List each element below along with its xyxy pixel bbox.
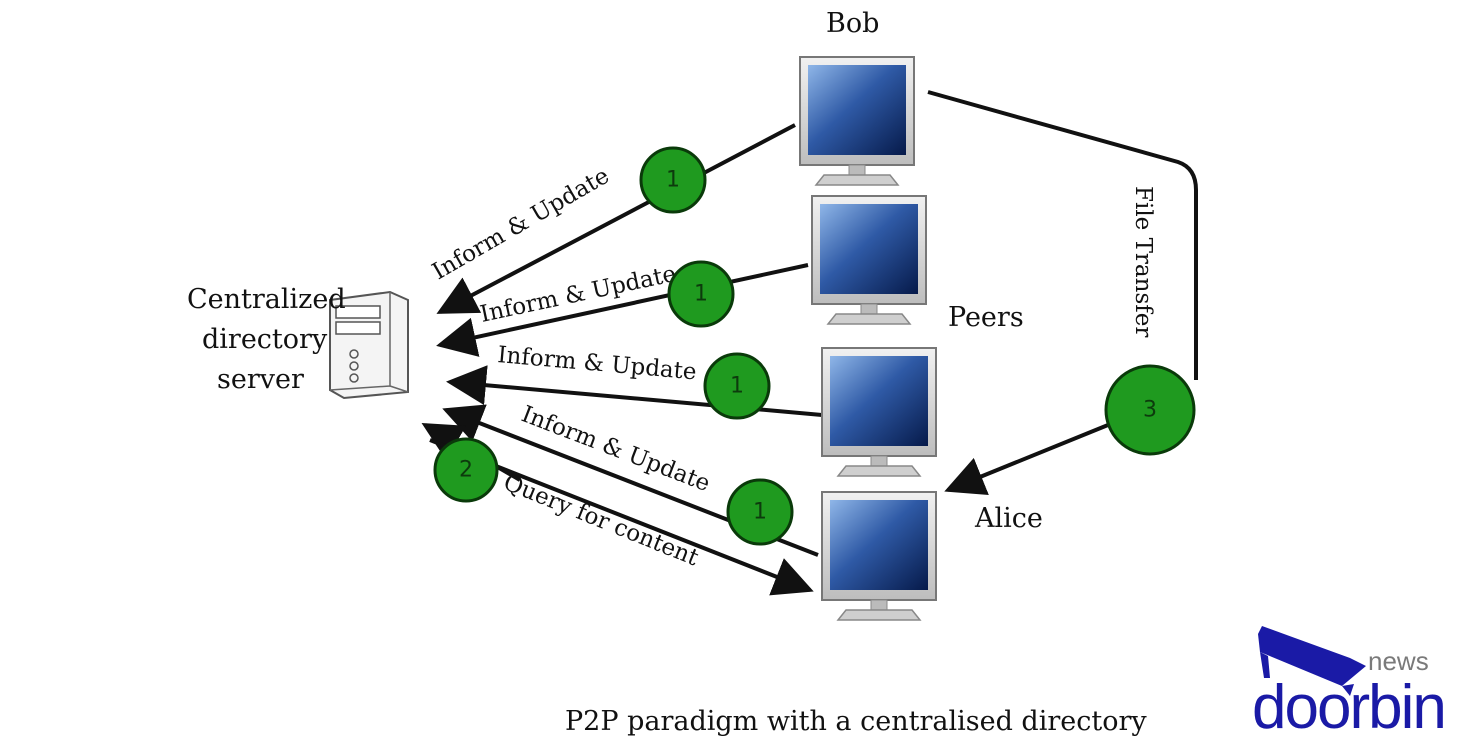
step-badge-number: 1: [666, 168, 680, 193]
edge-label-file-transfer: File Transfer: [1130, 186, 1156, 337]
node-label-server-line2: directory: [202, 324, 328, 355]
computer-icon-bob: [799, 56, 915, 186]
step-badge-3-transfer: 3: [1104, 364, 1196, 456]
brand-news-text: news: [1368, 646, 1429, 676]
step-badge-1-bob: 1: [639, 146, 707, 214]
step-badge-number: 3: [1143, 398, 1157, 423]
step-badge-number: 1: [753, 500, 767, 525]
edge-peer-to-server: [436, 263, 809, 357]
step-badge-2-query: 2: [433, 437, 499, 503]
node-label-peers: Peers: [948, 302, 1024, 333]
node-label-bob: Bob: [826, 8, 879, 39]
computer-icon-peer-2: [821, 347, 937, 477]
step-badge-1-alice: 1: [726, 478, 794, 546]
edge-bob-to-server: [436, 123, 796, 314]
server-icon: [329, 290, 409, 400]
edge-transfer-to-alice: [944, 423, 1109, 495]
brand-name-text: doorbin: [1252, 673, 1447, 742]
diagram-caption: P2P paradigm with a centralised director…: [565, 706, 1147, 737]
edge-label-inform-2: Inform & Update: [478, 261, 679, 328]
computer-icon-alice: [821, 491, 937, 621]
step-badge-number: 1: [730, 374, 744, 399]
step-badge-1-peer-2: 1: [703, 352, 771, 420]
computer-icon-peer: [811, 195, 927, 325]
edge-label-inform-1: Inform & Update: [428, 163, 614, 285]
edge-file-transfer: [927, 90, 1198, 380]
step-badge-number: 1: [694, 282, 708, 307]
node-label-alice: Alice: [974, 503, 1043, 534]
brand-logo: news doorbin: [1250, 622, 1455, 742]
edge-label-inform-3: Inform & Update: [496, 342, 697, 385]
node-label-server-line3: server: [217, 364, 304, 395]
camera-icon: [1258, 626, 1366, 696]
step-badge-1-peer: 1: [667, 260, 735, 328]
step-badge-number: 2: [459, 458, 473, 483]
node-label-server-line1: Centralized: [187, 284, 346, 315]
